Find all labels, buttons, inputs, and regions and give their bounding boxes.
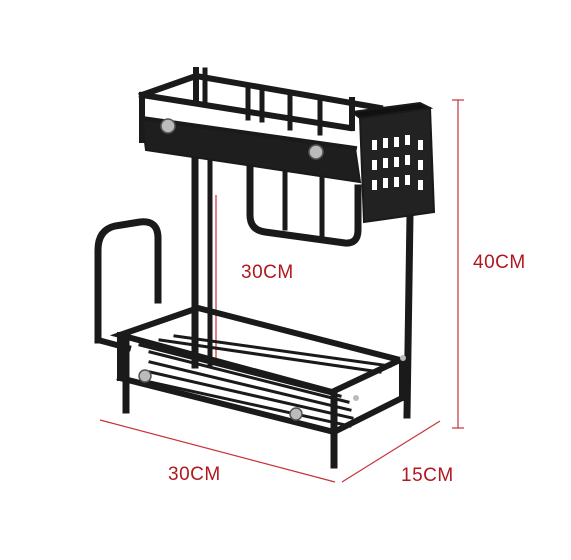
utensil-cup-slots bbox=[372, 135, 423, 190]
screw-icon bbox=[138, 369, 152, 383]
depth-dimension-line bbox=[341, 420, 441, 483]
width-label: 30CM bbox=[168, 464, 221, 485]
rack bbox=[94, 67, 436, 469]
screw-icon bbox=[289, 407, 303, 421]
screw-icon bbox=[400, 355, 406, 361]
screw-icon bbox=[308, 144, 324, 160]
screw-icons bbox=[138, 118, 406, 421]
inner-depth-label: 30CM bbox=[241, 262, 294, 283]
screw-icon bbox=[160, 118, 176, 134]
height-label: 40CM bbox=[473, 252, 526, 273]
width-dimension-line bbox=[99, 419, 336, 483]
dimension-lines bbox=[99, 99, 464, 483]
screw-icon bbox=[353, 395, 359, 401]
depth-label: 15CM bbox=[401, 465, 454, 486]
